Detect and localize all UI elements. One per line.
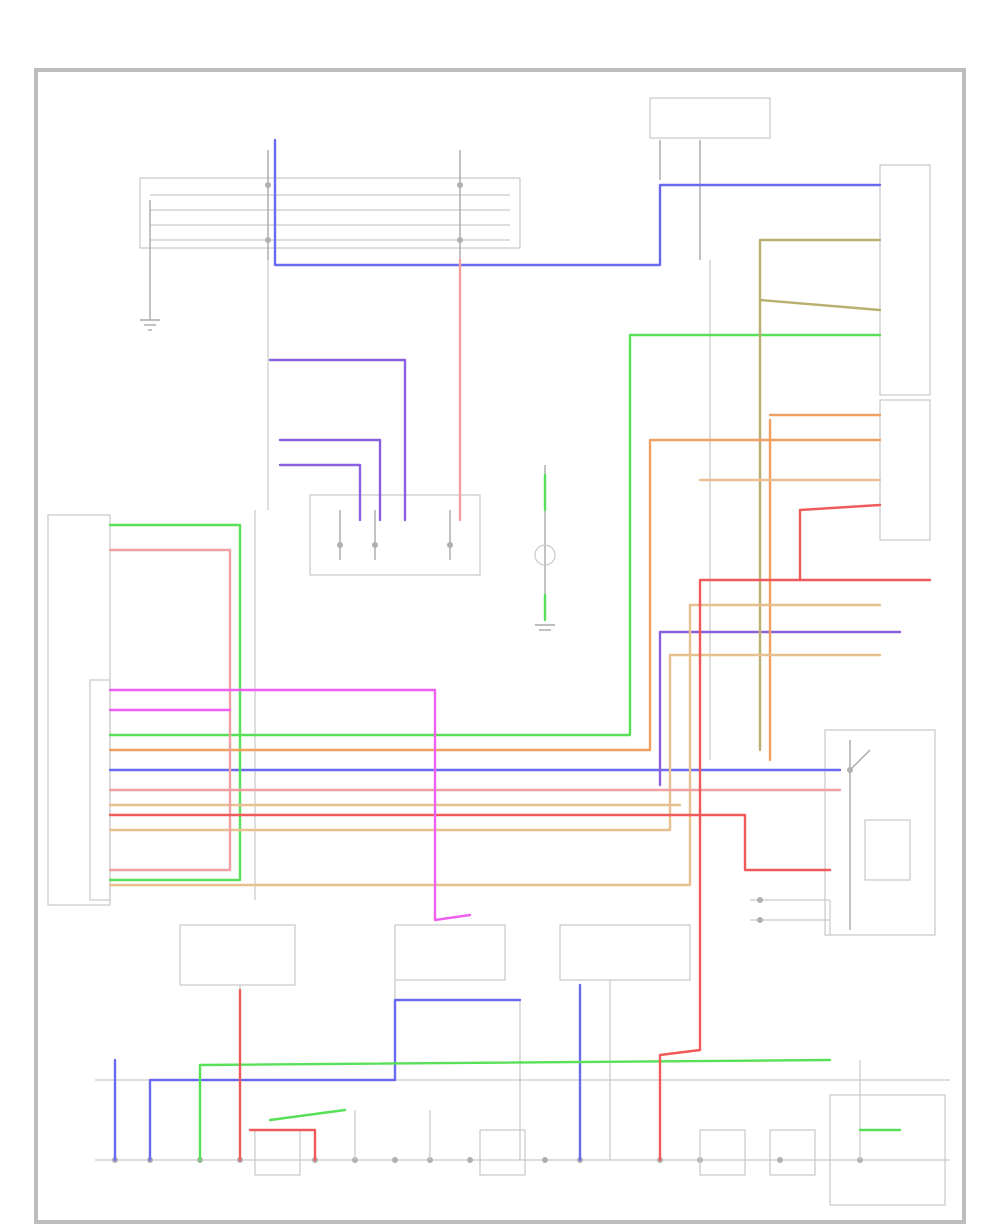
top-right-connector [649, 97, 931, 541]
wire-violet-right [658, 630, 902, 787]
wire-magenta [108, 688, 472, 922]
wire-orange-1 [108, 438, 882, 752]
wire-red-branch [798, 503, 882, 582]
wire-red-main [658, 578, 932, 1162]
right-stub-lines [750, 897, 831, 935]
wire-green-bottom-2 [268, 1108, 347, 1122]
wire-blue-top [273, 138, 882, 267]
wire-red-bus [108, 813, 832, 872]
wire-green-long [108, 333, 882, 737]
wire-tan-2 [108, 603, 882, 887]
wire-violet-center-2 [278, 438, 382, 522]
wire-green-bottom [198, 1058, 832, 1162]
ground-symbol-left [140, 280, 160, 331]
diagram-border [34, 68, 966, 1224]
wire-violet-center [268, 358, 407, 522]
wire-olive-right-2 [758, 298, 882, 312]
left-control-module [47, 514, 111, 906]
wire-violet-center-3 [278, 463, 362, 522]
wire-olive-right [758, 238, 882, 752]
top-fuse-block [139, 150, 521, 280]
grey-risers [114, 260, 861, 1160]
right-switch-module [824, 729, 936, 936]
wire-blue-bottom [148, 998, 522, 1162]
wire-tan-1 [108, 653, 882, 832]
wire-green-left [108, 523, 242, 882]
center-relay [309, 494, 481, 576]
wire-red-bottom-2 [248, 1128, 317, 1162]
